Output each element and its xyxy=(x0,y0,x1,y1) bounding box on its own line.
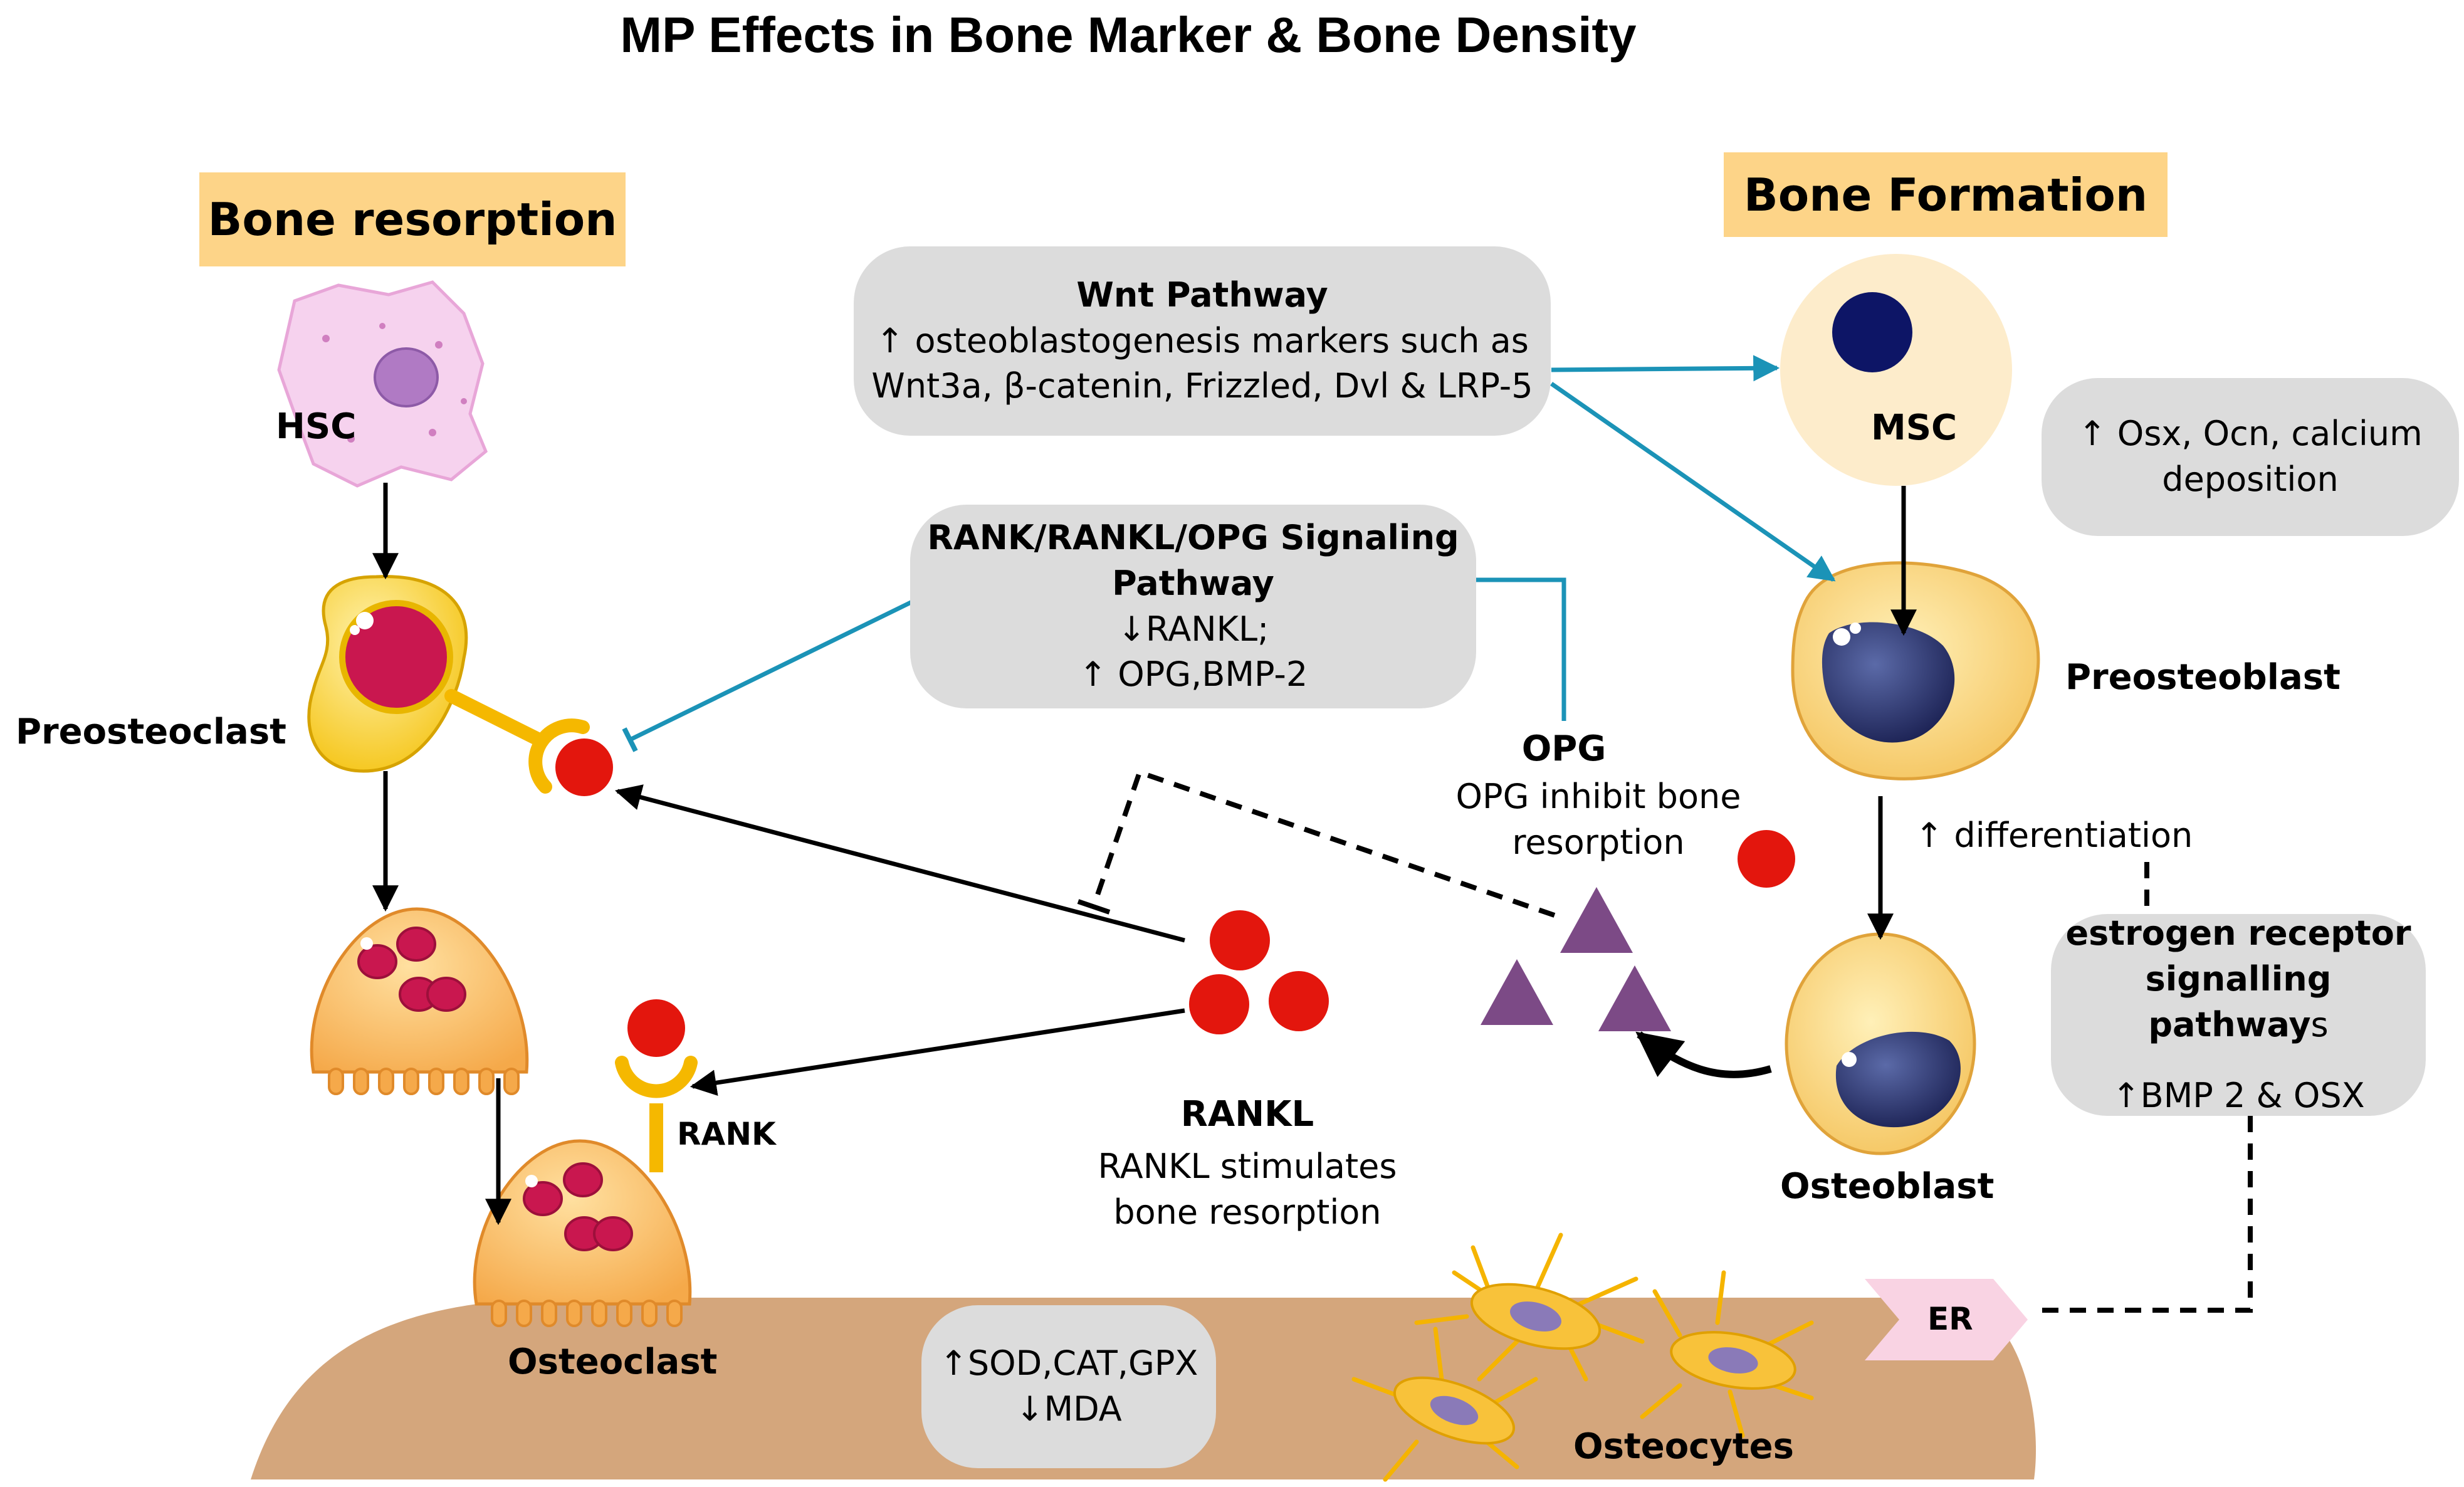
preosteoblast-label: Preosteoblast xyxy=(2065,657,2341,698)
wnt-pathway-box: Wnt Pathway ↑ osteoblastogenesis markers… xyxy=(854,246,1551,436)
bone-resorption-header: Bone resorption xyxy=(199,172,626,266)
differentiation-label: ↑ differentiation xyxy=(1915,816,2193,855)
wnt-pathway-line2: Wnt3a, β-catenin, Frizzled, Dvl & LRP-5 xyxy=(871,366,1533,406)
osteoblast-label: Osteoblast xyxy=(1780,1166,1995,1207)
estrogen-receptor-box: estrogen receptor signalling pathways ↑B… xyxy=(2051,913,2426,1116)
rank-pathway-line2: ↑ OPG,BMP-2 xyxy=(1078,654,1308,695)
msc-label: MSC xyxy=(1871,407,1958,448)
rank-label: RANK xyxy=(677,1116,776,1152)
er-tag-shape xyxy=(1865,1279,2028,1360)
black-arrows xyxy=(372,483,1917,1226)
dashed-lines xyxy=(1091,769,2253,1313)
er-box-title-2b: s xyxy=(2310,1005,2329,1044)
opg-triangles xyxy=(1481,887,1671,1031)
rankl-dot-free xyxy=(1738,830,1795,888)
teal-arrows xyxy=(622,355,1836,752)
osteoclast-precursor-icon xyxy=(310,907,529,1095)
rankl-dot xyxy=(555,738,613,796)
er-box-title-1: estrogen receptor xyxy=(2065,913,2411,954)
rank-pathway-title-1: RANK/RANKL/OPG Signaling xyxy=(927,517,1459,557)
osteoblast-cell-icon xyxy=(1785,932,1976,1155)
osx-box: ↑ Osx, Ocn, calcium deposition xyxy=(2042,378,2459,536)
rank-pathway-title-2: Pathway xyxy=(1112,563,1274,603)
er-box-line1: ↑BMP 2 & OSX xyxy=(2112,1075,2365,1115)
er-box-title-2a: signalling pathway xyxy=(2145,959,2332,1044)
diagram-title: MP Effects in Bone Marker & Bone Density xyxy=(620,7,1637,63)
osx-line1: ↑ Osx, Ocn, calcium xyxy=(2078,414,2423,454)
hsc-label: HSC xyxy=(276,406,357,447)
osx-line2: deposition xyxy=(2162,460,2339,499)
opg-label: OPG xyxy=(1521,728,1607,769)
osteocytes-label: Osteocytes xyxy=(1573,1426,1794,1467)
antioxidant-line1: ↑SOD,CAT,GPX xyxy=(939,1343,1198,1384)
hsc-cell-icon xyxy=(277,280,488,488)
msc-cell-icon xyxy=(1780,254,2012,486)
osteocytes-bodies xyxy=(1393,1283,1796,1445)
rankl-cluster xyxy=(1189,910,1329,1034)
rankl-description-line2: bone resorption xyxy=(1113,1192,1381,1232)
inhibit-bar xyxy=(1077,899,1111,915)
rankl-label: RANKL xyxy=(1180,1094,1314,1135)
preosteoblast-cell-icon xyxy=(1791,561,2040,780)
opg-description: OPG inhibit bone resorption xyxy=(1410,774,1786,866)
wnt-pathway-line1: ↑ osteoblastogenesis markers such as xyxy=(876,320,1529,360)
preosteoclast-cell-icon xyxy=(307,575,590,794)
rankl-dot-bound xyxy=(627,999,685,1057)
rankl-description-line1: RANKL stimulates xyxy=(1098,1147,1397,1186)
rank-pathway-box: RANK/RANKL/OPG Signaling Pathway ↓RANKL;… xyxy=(910,505,1476,708)
osteoclast-label: Osteoclast xyxy=(508,1342,718,1382)
osteocytes-icon xyxy=(1351,1232,1814,1482)
opg-description-line1: OPG inhibit bone xyxy=(1455,777,1741,816)
rankl-description: RANKL stimulates bone resorption xyxy=(1066,1144,1429,1236)
er-label: ER xyxy=(1927,1301,1973,1337)
bone-formation-header: Bone Formation xyxy=(1724,152,2168,237)
antioxidant-box: ↑SOD,CAT,GPX ↓MDA xyxy=(921,1305,1216,1468)
osteoclast-cell-icon xyxy=(473,1056,698,1327)
antioxidant-line2: ↓MDA xyxy=(1015,1389,1122,1429)
wnt-pathway-title: Wnt Pathway xyxy=(1076,275,1328,315)
opg-description-line2: resorption xyxy=(1512,822,1685,862)
preosteoclast-label: Preosteoclast xyxy=(16,712,286,752)
rank-pathway-line1: ↓RANKL; xyxy=(1117,609,1269,649)
